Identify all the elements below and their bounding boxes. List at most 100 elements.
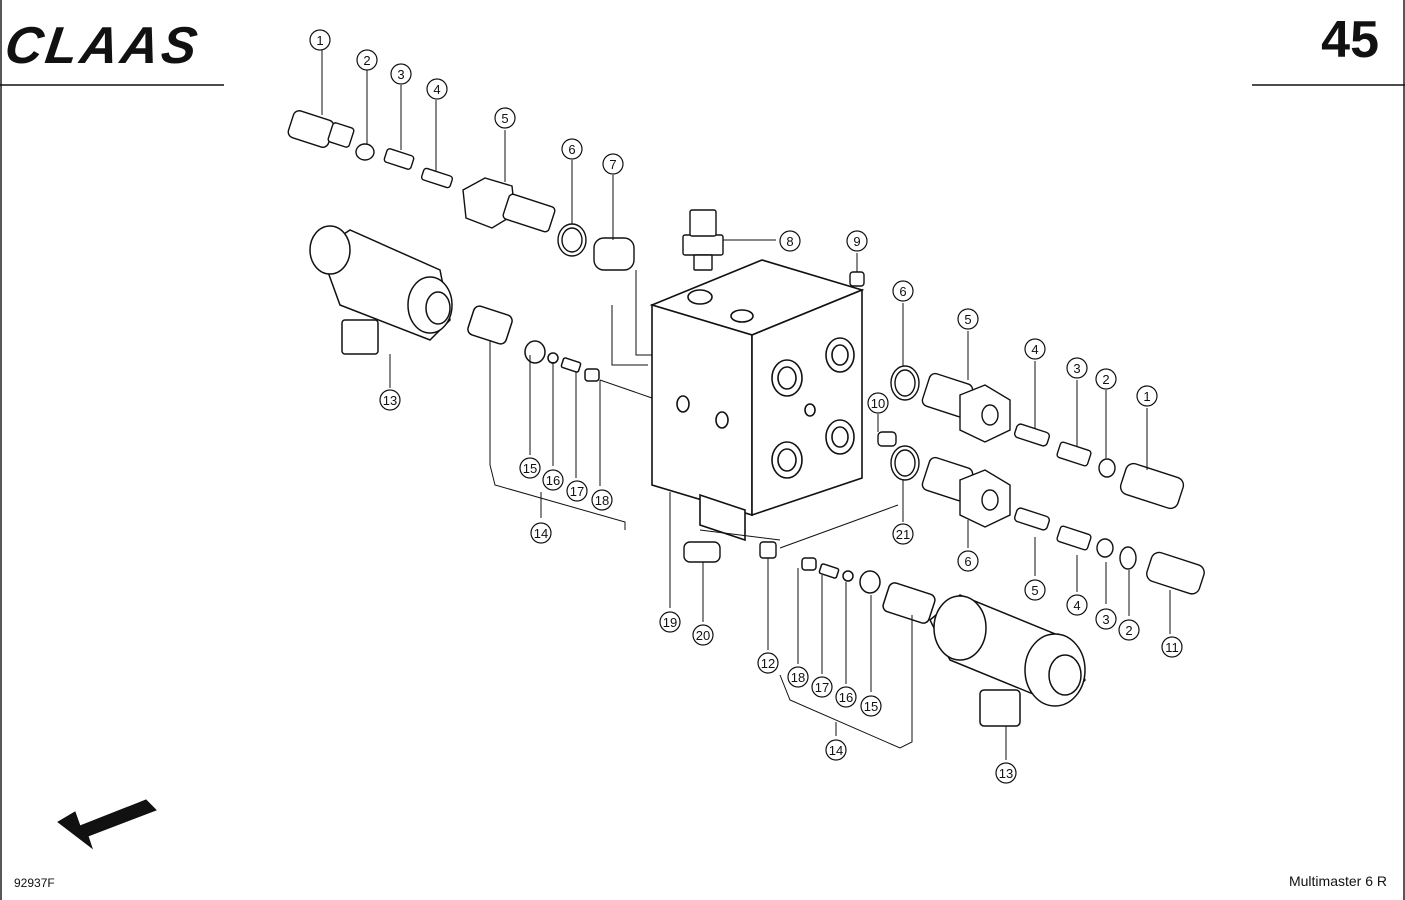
callout-circle — [860, 695, 882, 717]
callout-16: 16 — [542, 469, 564, 491]
callout-number: 12 — [761, 656, 775, 671]
callout-circle — [1095, 608, 1117, 630]
callout-circle — [692, 624, 714, 646]
callout-number: 13 — [999, 766, 1013, 781]
model-name: Multimaster 6 R — [1288, 873, 1387, 889]
callout-number: 1 — [1143, 389, 1150, 404]
callout-6: 6 — [561, 138, 583, 160]
callout-circle — [1066, 357, 1088, 379]
callout-circle — [530, 522, 552, 544]
callout-circle — [757, 652, 779, 674]
callout-circle — [519, 457, 541, 479]
callout-3: 3 — [390, 63, 412, 85]
callout-number: 5 — [1031, 583, 1038, 598]
callout-number: 6 — [568, 142, 575, 157]
callout-circle — [957, 550, 979, 572]
callout-3: 3 — [1095, 608, 1117, 630]
callout-number: 2 — [1102, 372, 1109, 387]
callout-number: 4 — [1073, 598, 1080, 613]
callout-6: 6 — [957, 550, 979, 572]
callout-8: 8 — [779, 230, 801, 252]
solenoid-upper-left — [309, 225, 600, 382]
callout-circle — [659, 611, 681, 633]
leader-lines — [321, 50, 1171, 760]
callout-number: 6 — [964, 554, 971, 569]
callout-circle — [957, 308, 979, 330]
callout-number: 2 — [1125, 623, 1132, 638]
callout-circle — [892, 523, 914, 545]
callout-1: 1 — [1136, 385, 1158, 407]
callout-circle — [561, 138, 583, 160]
callout-12: 12 — [757, 652, 779, 674]
callout-number: 8 — [786, 234, 793, 249]
callout-number: 4 — [433, 82, 440, 97]
callout-circle — [542, 469, 564, 491]
callout-number: 21 — [896, 527, 910, 542]
callout-circle — [1118, 619, 1140, 641]
callout-5: 5 — [957, 308, 979, 330]
callout-number: 14 — [829, 743, 843, 758]
callout-7: 7 — [602, 153, 624, 175]
callout-circle — [995, 762, 1017, 784]
callout-6: 6 — [892, 280, 914, 302]
callout-number: 5 — [964, 312, 971, 327]
callout-circle — [379, 389, 401, 411]
callout-number: 18 — [791, 670, 805, 685]
callout-circle — [356, 49, 378, 71]
callout-circle — [426, 78, 448, 100]
callout-14: 14 — [530, 522, 552, 544]
callout-number: 7 — [609, 157, 616, 172]
callout-19: 19 — [659, 611, 681, 633]
callout-number: 17 — [570, 484, 584, 499]
callout-4: 4 — [1066, 594, 1088, 616]
callout-number: 5 — [501, 111, 508, 126]
callout-4: 4 — [426, 78, 448, 100]
callout-circle — [825, 739, 847, 761]
callout-11: 11 — [1161, 636, 1183, 658]
callout-circle — [787, 666, 809, 688]
callout-15: 15 — [519, 457, 541, 479]
callout-1: 1 — [309, 29, 331, 51]
callout-number: 1 — [316, 33, 323, 48]
callout-5: 5 — [1024, 579, 1046, 601]
callout-circle — [602, 153, 624, 175]
callout-18: 18 — [591, 489, 613, 511]
callout-number: 15 — [523, 461, 537, 476]
callout-circle — [811, 676, 833, 698]
callout-4: 4 — [1024, 338, 1046, 360]
callout-circle — [892, 280, 914, 302]
callout-circle — [566, 480, 588, 502]
callout-circle — [835, 686, 857, 708]
callout-circle — [1066, 594, 1088, 616]
callout-circle — [390, 63, 412, 85]
callout-circle — [846, 230, 868, 252]
callout-2: 2 — [1095, 368, 1117, 390]
callout-2: 2 — [356, 49, 378, 71]
callout-21: 21 — [892, 523, 914, 545]
callout-circle — [1136, 385, 1158, 407]
callout-number: 18 — [595, 493, 609, 508]
right-upper-parts — [877, 365, 1185, 510]
callout-circle — [779, 230, 801, 252]
callout-16: 16 — [835, 686, 857, 708]
callout-number: 2 — [363, 53, 370, 68]
callout-3: 3 — [1066, 357, 1088, 379]
arrow-down-left-icon — [57, 799, 157, 850]
callout-number: 10 — [871, 396, 885, 411]
callout-number: 3 — [1102, 612, 1109, 627]
callout-2: 2 — [1118, 619, 1140, 641]
callout-number: 3 — [1073, 361, 1080, 376]
page-number: 45 — [1321, 11, 1379, 69]
callout-number: 20 — [696, 628, 710, 643]
callout-17: 17 — [566, 480, 588, 502]
callout-number: 17 — [815, 680, 829, 695]
callout-13: 13 — [379, 389, 401, 411]
callout-circle — [1161, 636, 1183, 658]
callout-circle — [1024, 338, 1046, 360]
callout-5: 5 — [494, 107, 516, 129]
callout-18: 18 — [787, 666, 809, 688]
callout-9: 9 — [846, 230, 868, 252]
callout-circle — [494, 107, 516, 129]
